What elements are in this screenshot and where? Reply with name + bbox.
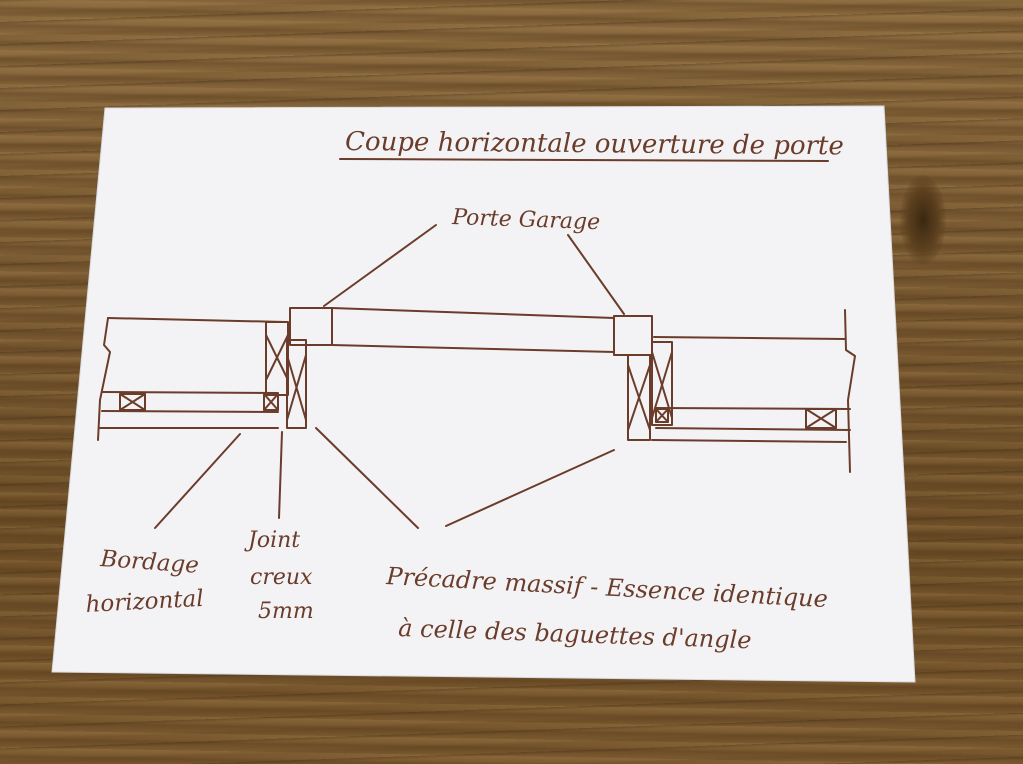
leader-door-left [323,224,437,307]
title-underline [339,158,829,162]
wood-knot [900,175,946,265]
right-preframe [627,341,673,441]
label-porte-garage: Porte Garage [451,205,601,235]
left-wall [97,317,286,441]
left-preframe [265,321,307,429]
diagram-title: Coupe horizontale ouverture de porte [345,127,844,161]
leader-preframe-right [445,449,615,527]
label-joint-line1: Joint [244,528,300,553]
leader-door-right [567,234,625,315]
label-bordage-line2: horizontal [85,586,204,618]
label-joint-line2: creux [250,565,313,590]
leader-joint [278,431,283,519]
right-wall [651,309,856,473]
leader-cladding [154,433,241,529]
paper-sheet [51,105,916,683]
leader-preframe-left [315,427,419,529]
label-joint-line3: 5mm [258,599,314,624]
garage-door-leaf [331,307,615,353]
